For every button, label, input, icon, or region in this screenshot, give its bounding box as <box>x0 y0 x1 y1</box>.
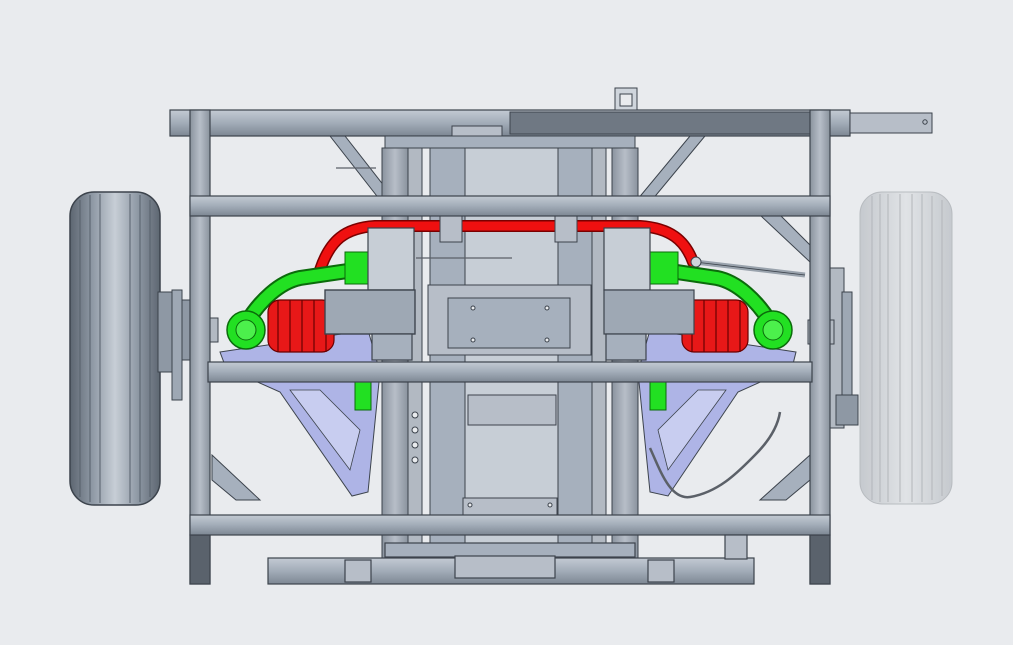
lower-control-arm-left[interactable] <box>219 329 381 497</box>
cross-members[interactable] <box>189 195 831 585</box>
suspension-tower-left[interactable] <box>324 227 416 361</box>
left-wheel[interactable] <box>69 191 219 506</box>
upper-frame-rail[interactable] <box>169 87 933 149</box>
right-wheel-ghost[interactable] <box>859 191 953 505</box>
side-posts[interactable] <box>189 109 831 585</box>
upper-control-arm-right[interactable] <box>642 251 793 411</box>
center-plates[interactable] <box>411 284 742 551</box>
lower-diagonal-braces[interactable] <box>211 453 811 501</box>
suspension-tower-right[interactable] <box>603 227 695 361</box>
coil-spring-left[interactable] <box>267 299 335 353</box>
upper-control-arm-left[interactable] <box>226 251 376 411</box>
